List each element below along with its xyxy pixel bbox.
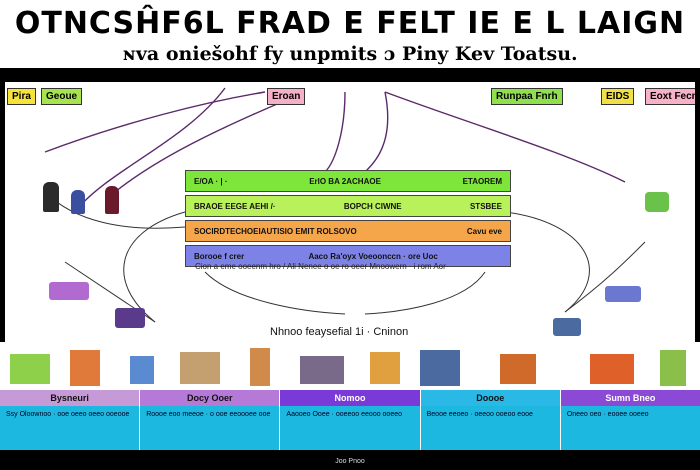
- column-2-head: Docy Ooer: [140, 390, 280, 406]
- band-4: Borooe f crer Aaco Ra'oyx Voeoonccn · or…: [185, 245, 511, 267]
- person-icon: [71, 190, 85, 214]
- tag-right-2: EIDS: [601, 88, 635, 105]
- tag-left-2: Geoue: [41, 88, 83, 105]
- header: OTNCSĤF6L FRAD E FELT IE E L LAIGN ɴva o…: [0, 0, 700, 68]
- column-5-head: Sumn Bneo: [560, 390, 700, 406]
- column-3-head: Nomoo: [280, 390, 420, 406]
- column-1-head: Bysneuri: [0, 390, 140, 406]
- center-note: Cion a eme ooeenm hro / Ali Nenee o oe r…: [195, 262, 446, 271]
- band-2: BRAOE EEGE AEHI /· BOPCH CIWNE STSBEE: [185, 195, 511, 217]
- band-1: E/OA · | · ErlO BA 2ACHAOE ETAOREM: [185, 170, 511, 192]
- group-icon: [605, 286, 641, 302]
- layer-stack: E/OA · | · ErlO BA 2ACHAOE ETAOREM BRAOE…: [185, 170, 511, 267]
- column-1: Bysneuri Ssy Oloownoo · ooe oeeo oeeo oo…: [0, 390, 141, 450]
- column-4: Doooe Beooe eeoeo · oeeoo ooeoo eooe: [420, 390, 561, 450]
- machine-icon: [645, 192, 669, 212]
- tag-right-3: Eoxt Fecn: [645, 88, 695, 105]
- machine-icon: [553, 318, 581, 336]
- machine-icon: [115, 308, 145, 328]
- column-1-body: Ssy Oloownoo · ooe oeeo oeeo ooeooe: [6, 411, 130, 418]
- person-icon: [43, 182, 59, 212]
- footer-text: Joo Pnoo: [335, 458, 365, 465]
- diagram-title: OTNCSĤF6L FRAD E FELT IE E L LAIGN: [14, 6, 686, 41]
- column-2-body: Roooe eoo meeoe · o ooe eeoooee ooe: [146, 411, 271, 418]
- column-5-body: Oneeo oeo · eooee ooeeo: [566, 411, 649, 418]
- bottom-columns: Bysneuri Ssy Oloownoo · ooe oeeo oeeo oo…: [0, 390, 700, 450]
- person-icon: [105, 186, 119, 214]
- band-3: SOCIRDTECHOEIAUTISIO EMIT ROLSOVO Cavu e…: [185, 220, 511, 242]
- bottom-note: Nhnoo feaysefial 1i · Cninon: [270, 326, 409, 338]
- column-5: Sumn Bneo Oneeo oeo · eooee ooeeo: [560, 390, 700, 450]
- column-3-body: Aaooeo Ooee · ooeeoo eeooo ooeeo: [286, 411, 403, 418]
- column-4-body: Beooe eeoeo · oeeoo ooeoo eooe: [426, 411, 533, 418]
- group-icon: [49, 282, 89, 300]
- tag-right-1: Runpaa Fnrh: [491, 88, 563, 105]
- column-4-head: Doooe: [420, 390, 560, 406]
- people-illustrations: [10, 348, 686, 386]
- tag-center-1: Eroan: [267, 88, 306, 105]
- diagram-subtitle: ɴva oniešohf fy unpmits ɔ Piny Kev Toats…: [122, 43, 578, 65]
- tag-left-1: Pira: [7, 88, 36, 105]
- column-3: Nomoo Aaooeo Ooee · ooeeoo eeooo ooeeo: [280, 390, 421, 450]
- illustration-strip: [0, 342, 700, 390]
- column-2: Docy Ooer Roooe eoo meeoe · o ooe eeoooe…: [140, 390, 281, 450]
- diagram-canvas: Pira Geoue Eroan Runpaa Fnrh EIDS Eoxt F…: [5, 82, 695, 344]
